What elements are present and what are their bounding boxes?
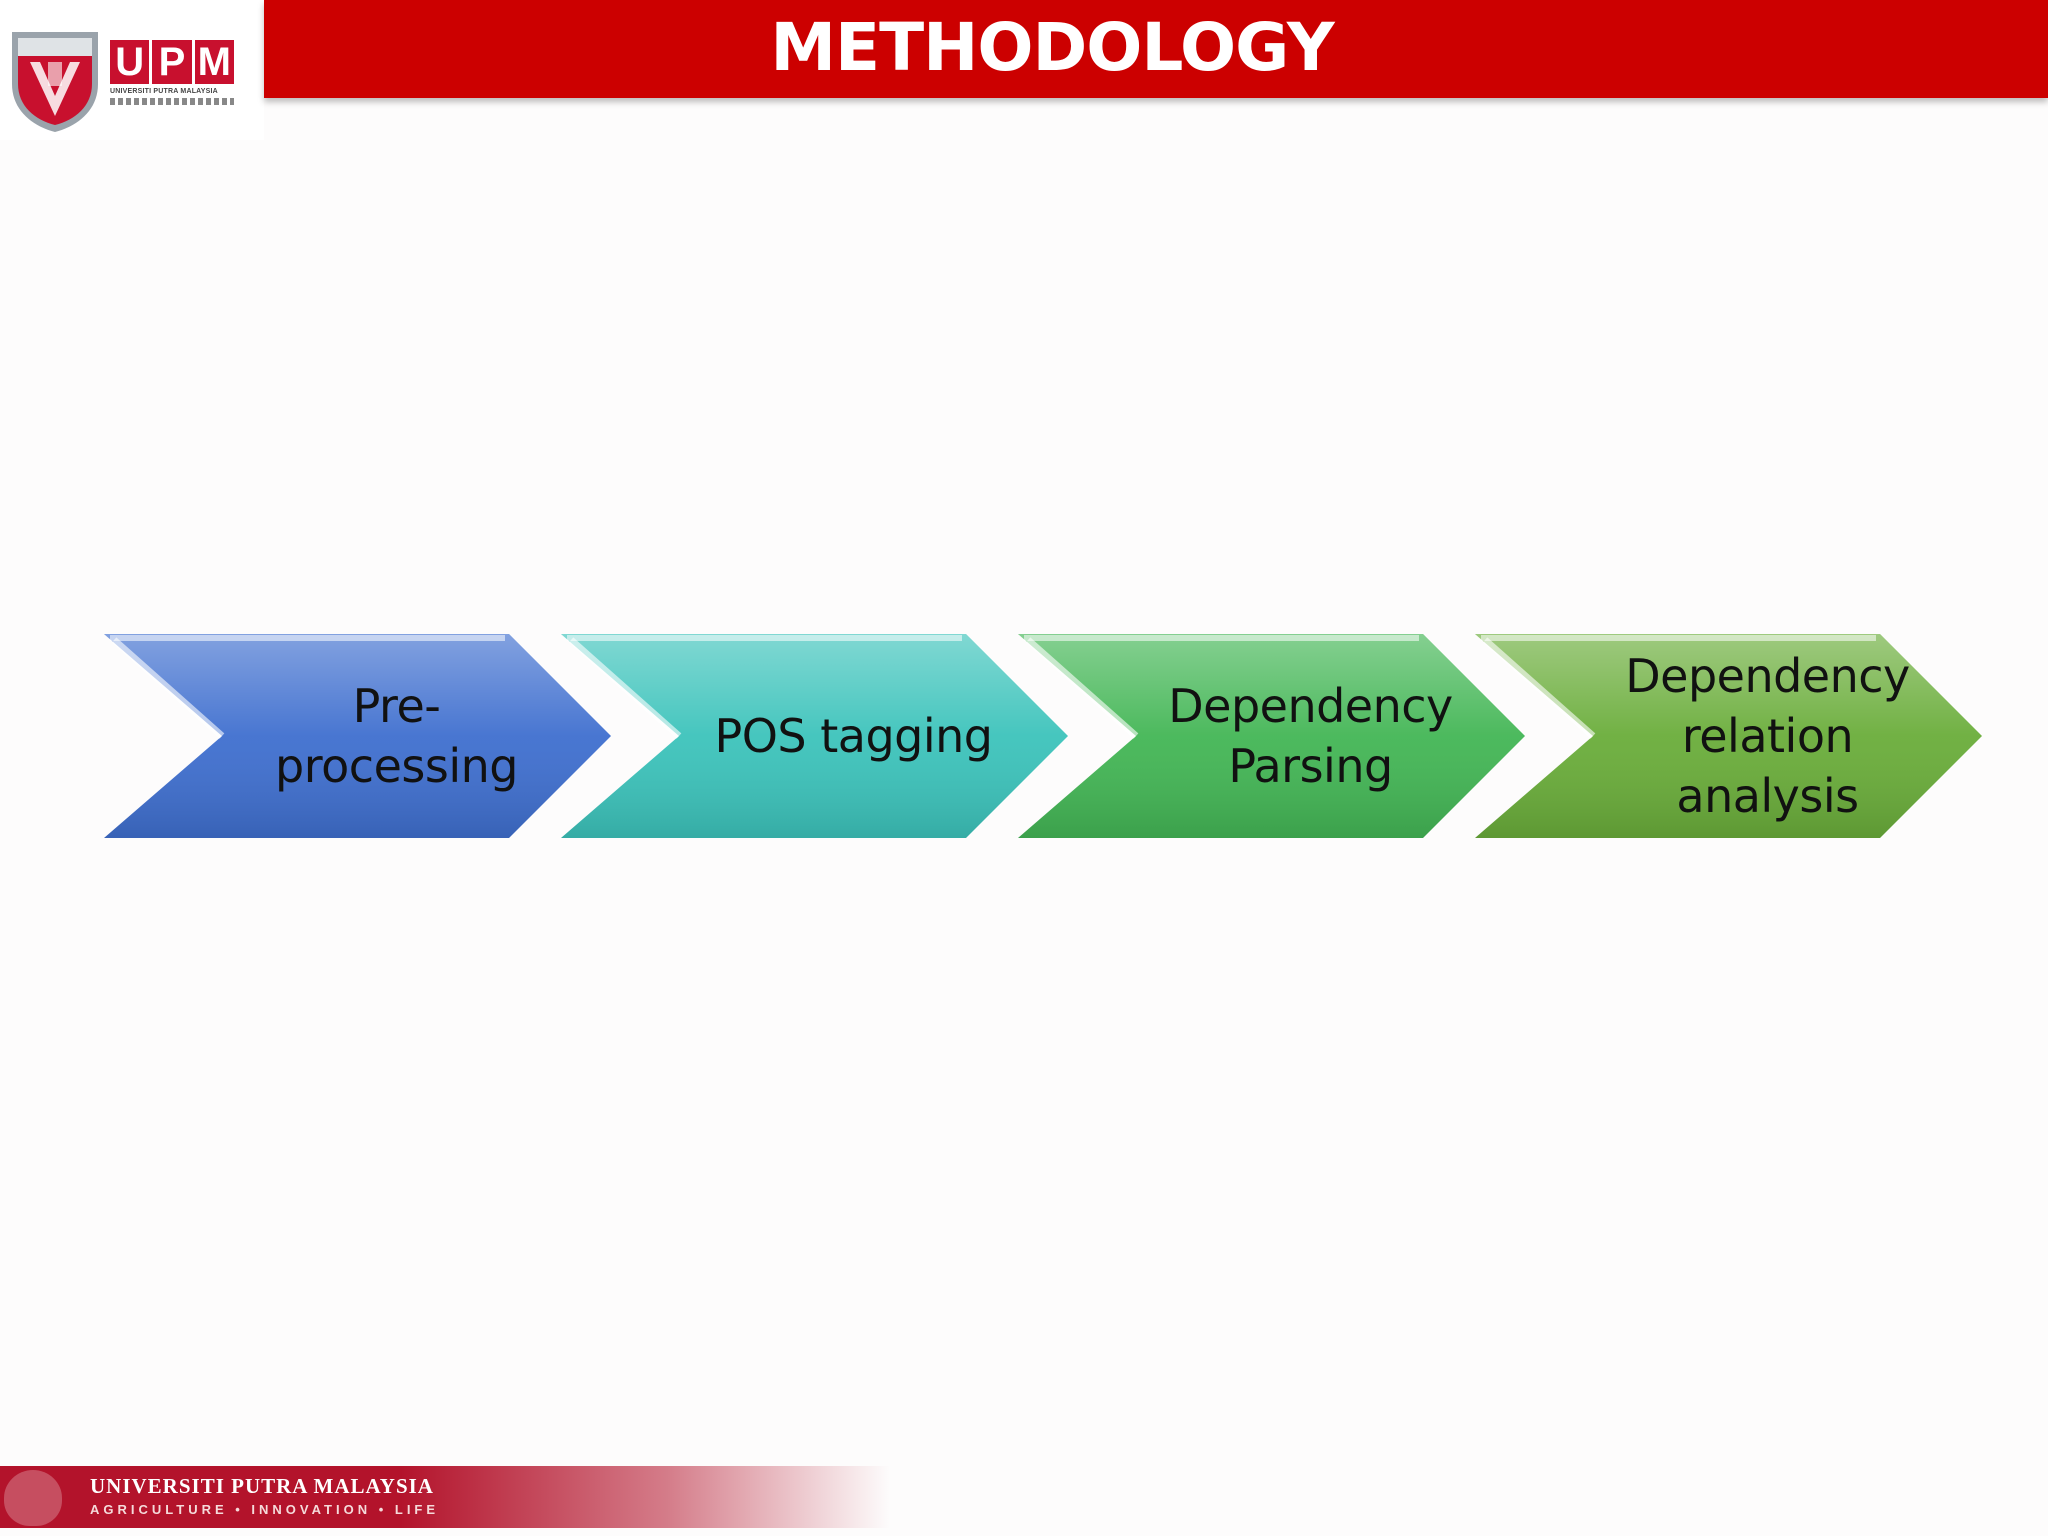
upm-wordmark: U P M — [110, 40, 234, 84]
upm-crest-icon — [12, 32, 98, 132]
footer-banner: UNIVERSITI PUTRA MALAYSIA AGRICULTURE • … — [0, 1466, 890, 1528]
logo-decoration — [110, 98, 234, 105]
flow-step-label-line: Dependency — [1168, 679, 1453, 733]
flow-step-label-line: relation — [1681, 709, 1854, 763]
flow-step-label-line: Parsing — [1228, 739, 1393, 793]
logo-subtitle: UNIVERSITI PUTRA MALAYSIA — [110, 88, 218, 95]
logo-area: U P M UNIVERSITI PUTRA MALAYSIA — [0, 0, 264, 140]
flow-step-label: Pre-processing — [227, 676, 567, 796]
flow-step-label: POS tagging — [684, 706, 1024, 766]
footer-crest-icon — [4, 1470, 62, 1526]
flow-step-label-line: processing — [275, 739, 518, 793]
title-bar — [264, 0, 2048, 98]
footer-university-name: UNIVERSITI PUTRA MALAYSIA — [90, 1474, 434, 1498]
slide-title: METHODOLOGY — [770, 9, 1334, 86]
footer-tagline: AGRICULTURE • INNOVATION • LIFE — [90, 1502, 440, 1517]
flow-step-label: Dependency relation analysis — [1598, 646, 1938, 826]
flow-step-label-line: analysis — [1676, 769, 1859, 823]
logo-letter: U — [110, 40, 150, 84]
flow-step-label-line: Pre- — [352, 679, 441, 733]
flow-step-label-line: POS tagging — [714, 709, 993, 763]
flow-step-label-line: Dependency — [1625, 649, 1910, 703]
logo-letter: M — [194, 40, 234, 84]
logo-letter: P — [152, 40, 192, 84]
